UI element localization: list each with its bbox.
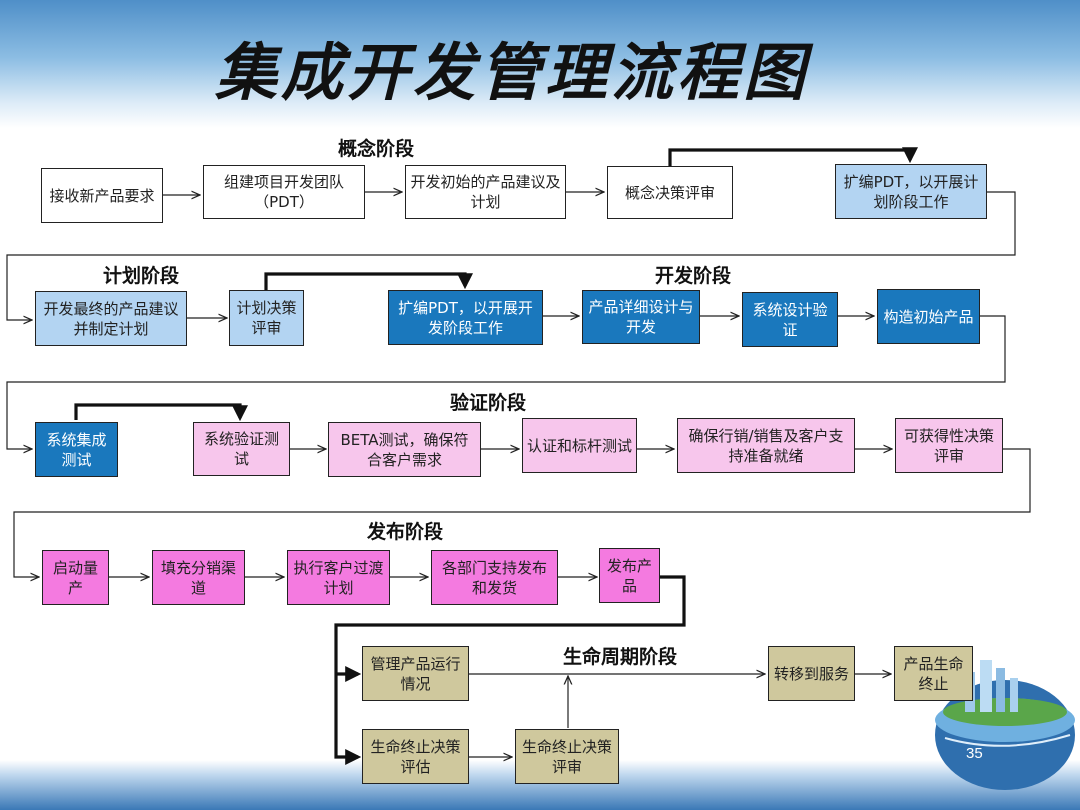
process-box: 扩编PDT，以开展计划阶段工作 [835, 164, 987, 219]
globe-graphic [935, 660, 1075, 790]
arrow [6, 191, 1016, 320]
bold-arrow [334, 575, 686, 765]
stage-label-release: 发布阶段 [367, 521, 444, 543]
process-box: 生命终止决策评估 [362, 729, 469, 784]
bold-arrow [264, 272, 473, 290]
process-box: 发布产品 [599, 548, 660, 603]
stage-label-concept: 概念阶段 [338, 138, 415, 160]
process-box: 转移到服务 [768, 646, 855, 701]
process-box: 各部门支持发布和发货 [431, 550, 558, 605]
process-box: 组建项目开发团队（PDT） [203, 165, 365, 219]
bold-arrow [74, 403, 248, 422]
process-box: 产品详细设计与开发 [582, 290, 700, 344]
process-box: 开发初始的产品建议及计划 [405, 165, 566, 219]
process-box: 系统设计验证 [742, 292, 838, 347]
process-box: 认证和标杆测试 [522, 418, 637, 473]
arrow [13, 448, 1031, 577]
process-box: 接收新产品要求 [41, 168, 163, 223]
process-box: 管理产品运行情况 [362, 646, 469, 701]
process-box: 生命终止决策评审 [515, 729, 619, 784]
page-number: 35 [966, 745, 983, 762]
header-gradient-band [0, 0, 1080, 128]
stage-label-develop: 开发阶段 [655, 265, 732, 287]
process-box: 系统验证测试 [193, 422, 290, 476]
arrow [6, 315, 1006, 449]
process-box: BETA测试，确保符合客户需求 [328, 422, 481, 477]
process-box: 执行客户过渡计划 [287, 550, 390, 605]
process-box: 扩编PDT，以开展开发阶段工作 [388, 290, 543, 345]
process-box: 构造初始产品 [877, 289, 980, 344]
process-box: 产品生命终止 [894, 646, 973, 701]
stage-label-lifecycle: 生命周期阶段 [563, 646, 678, 668]
process-box: 概念决策评审 [607, 166, 733, 219]
stage-label-plan: 计划阶段 [103, 265, 180, 287]
stage-label-verify: 验证阶段 [450, 392, 527, 414]
process-box: 系统集成测试 [35, 422, 118, 477]
process-box: 可获得性决策评审 [895, 418, 1003, 473]
bold-arrow [668, 147, 918, 166]
process-box: 计划决策评审 [229, 290, 304, 346]
process-box: 填充分销渠道 [152, 550, 245, 605]
process-box: 启动量产 [42, 550, 109, 605]
process-box: 确保行销/销售及客户支持准备就绪 [677, 418, 855, 473]
process-box: 开发最终的产品建议并制定计划 [35, 291, 187, 346]
page-title: 集成开发管理流程图 [215, 36, 810, 109]
